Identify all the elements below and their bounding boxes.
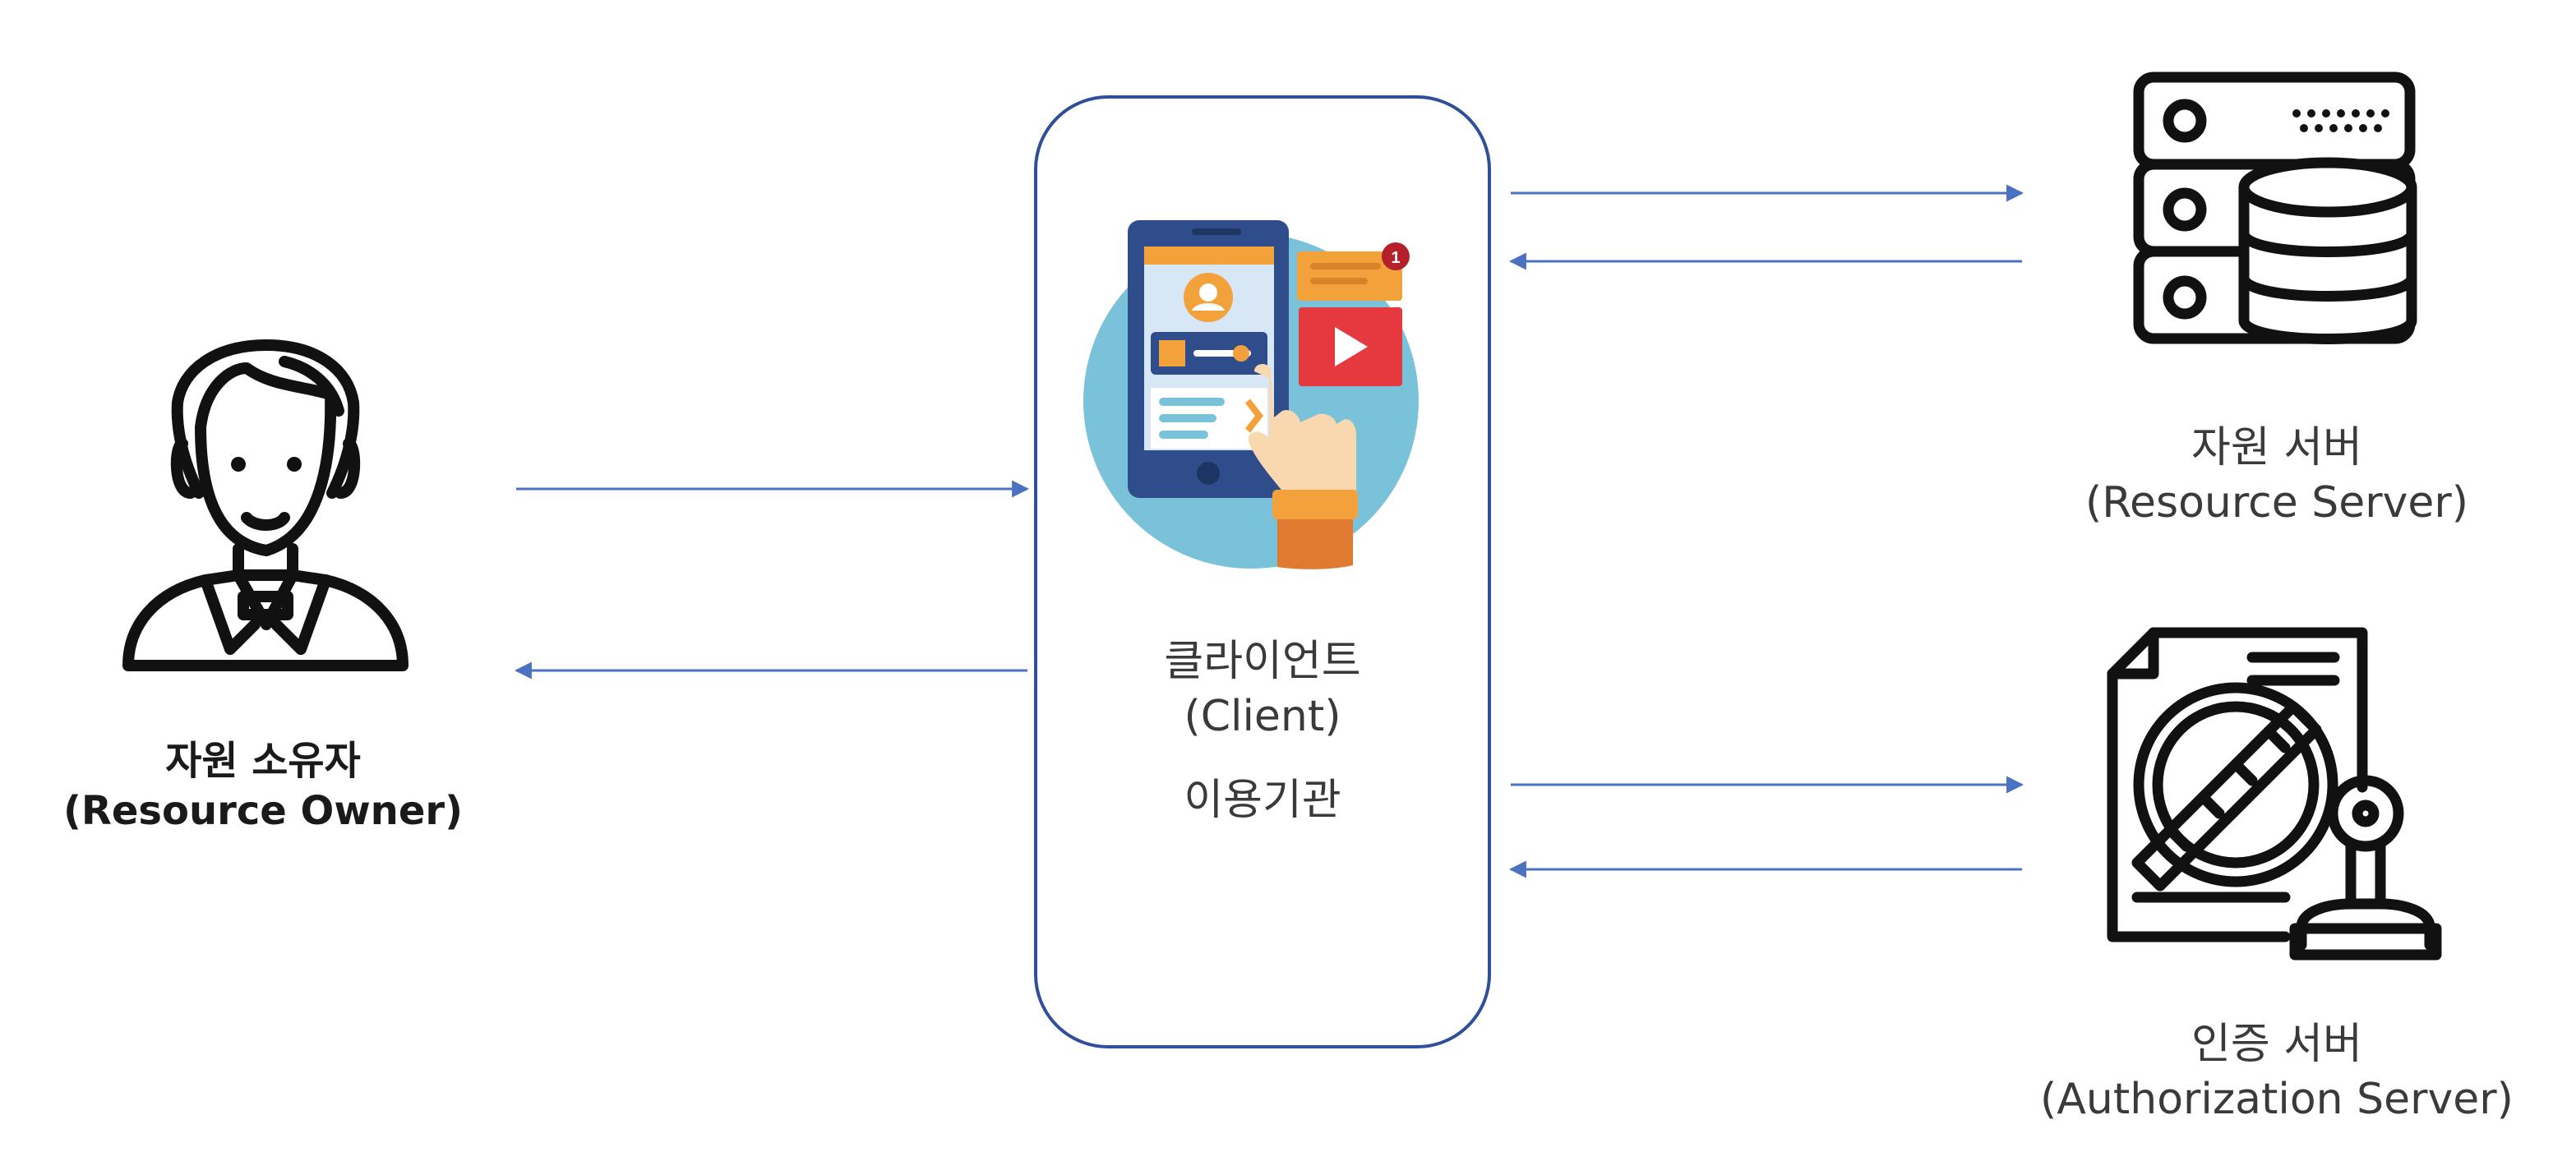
client-caption: 이용기관 bbox=[1184, 776, 1341, 826]
auth-server-subtitle: (Authorization Server) bbox=[2040, 1074, 2514, 1124]
client-label: 클라이언트 (Client) 이용기관 bbox=[1034, 634, 1491, 828]
auth-server-title: 인증 서버 bbox=[2191, 1020, 2362, 1069]
client-subtitle: (Client) bbox=[1184, 691, 1341, 741]
resource-owner-subtitle: (Resource Owner) bbox=[62, 788, 464, 835]
client-box bbox=[1034, 95, 1491, 1048]
resource-server-label: 자원 서버 (Resource Server) bbox=[2014, 421, 2540, 530]
resource-server-title: 자원 서버 bbox=[2191, 423, 2362, 472]
auth-server-label: 인증 서버 (Authorization Server) bbox=[1989, 1017, 2564, 1127]
resource-owner-title: 자원 소유자 bbox=[165, 738, 361, 784]
client-title: 클라이언트 bbox=[1164, 637, 1361, 686]
svg-text:1: 1 bbox=[1391, 249, 1400, 267]
resource-server-subtitle: (Resource Server) bbox=[2084, 477, 2469, 528]
resource-owner-label: 자원 소유자 (Resource Owner) bbox=[33, 736, 493, 837]
